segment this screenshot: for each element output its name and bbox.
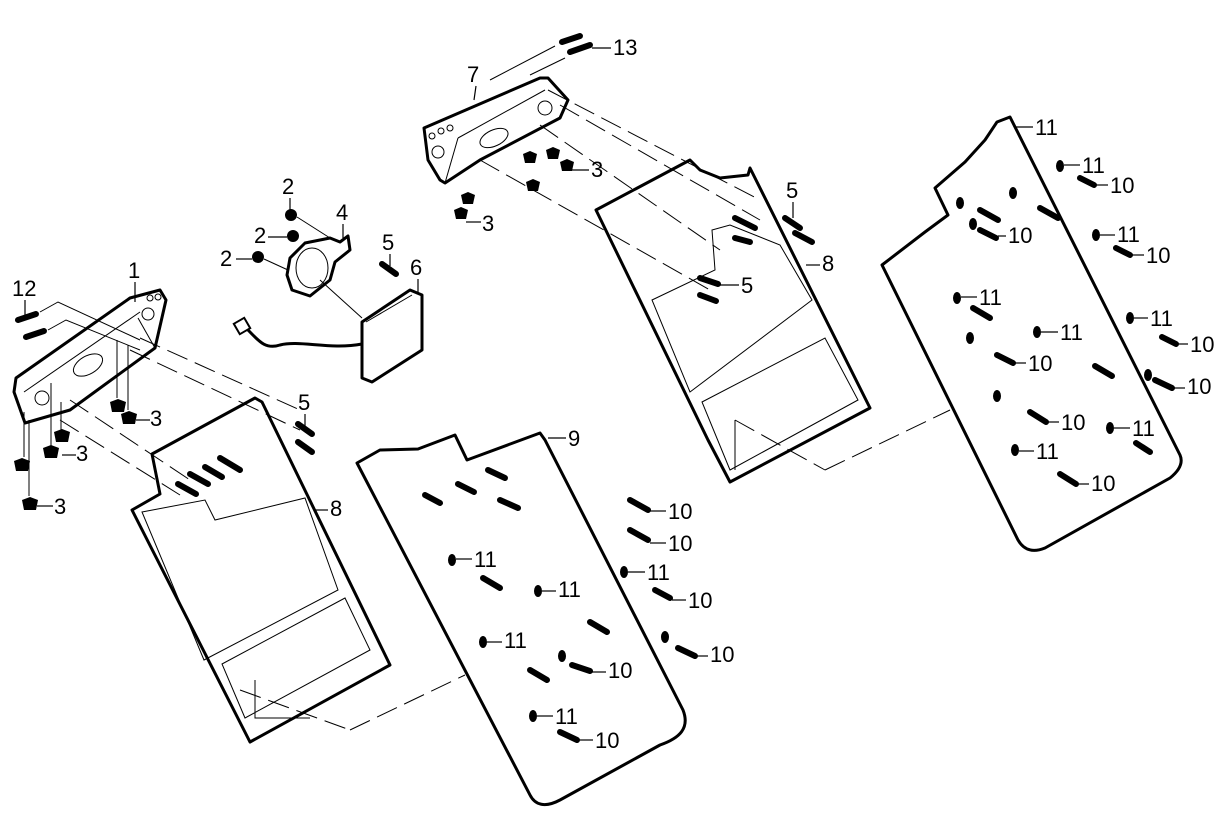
fasteners-mud-flap-12 bbox=[953, 160, 1179, 487]
nuts-3-top bbox=[454, 147, 574, 219]
callout-label: 11 bbox=[1132, 416, 1155, 441]
callout-label: 10 bbox=[1091, 471, 1115, 496]
callout-label: 4 bbox=[336, 200, 348, 225]
mud-flap-12 bbox=[880, 115, 1183, 552]
callout-label: 3 bbox=[150, 406, 162, 431]
callout-label: 3 bbox=[482, 211, 494, 236]
callout-label: 2 bbox=[254, 223, 266, 248]
callout-label: 8 bbox=[822, 251, 834, 276]
callout-label: 10 bbox=[1110, 173, 1134, 198]
callout-label: 10 bbox=[710, 642, 734, 667]
callout-label: 11 bbox=[1036, 439, 1059, 464]
bolts-13-top bbox=[489, 33, 593, 81]
nuts-3-left bbox=[14, 340, 137, 510]
callout-label: 10 bbox=[688, 588, 712, 613]
callout-label: 10 bbox=[1028, 351, 1052, 376]
callout-label: 11 bbox=[1082, 153, 1105, 178]
callout-label: 11 bbox=[1060, 320, 1083, 345]
callout-label: 8 bbox=[330, 496, 342, 521]
callout-label: 10 bbox=[1187, 374, 1211, 399]
callout-label: 5 bbox=[786, 178, 798, 203]
callout-label: 9 bbox=[568, 426, 580, 451]
callout-label: 10 bbox=[608, 658, 632, 683]
bolts-5-left-panel bbox=[175, 421, 315, 497]
callout-label: 5 bbox=[741, 273, 753, 298]
dashed-guides-left bbox=[59, 337, 466, 731]
callout-label: 5 bbox=[382, 230, 394, 255]
callout-label: 11 bbox=[474, 547, 497, 572]
bolts-13-left bbox=[15, 301, 141, 351]
callout-label: 10 bbox=[1008, 223, 1032, 248]
dashed-guides-top bbox=[479, 89, 951, 471]
callout-label: 10 bbox=[595, 728, 619, 753]
callout-label: 12 bbox=[12, 276, 36, 301]
callout-label: 10 bbox=[1061, 410, 1085, 435]
callout-label: 11 bbox=[558, 577, 581, 602]
lamp-bracket-4 bbox=[252, 209, 352, 298]
callout-label: 2 bbox=[220, 246, 232, 271]
mud-flap-9 bbox=[355, 431, 687, 807]
callout-label: 10 bbox=[668, 499, 692, 524]
callout-label: 13 bbox=[613, 35, 637, 60]
lamp-6 bbox=[232, 261, 424, 384]
panel-8-right bbox=[594, 158, 872, 484]
callout-label: 3 bbox=[76, 441, 88, 466]
callout-label: 5 bbox=[298, 390, 310, 415]
bracket-top bbox=[422, 76, 570, 185]
callout-label: 10 bbox=[1190, 332, 1214, 357]
callout-label: 3 bbox=[54, 494, 66, 519]
panel-8-left bbox=[130, 396, 392, 744]
bolts-5-right-panel bbox=[697, 215, 815, 304]
callout-label: 3 bbox=[591, 157, 603, 182]
callout-label: 10 bbox=[1146, 243, 1170, 268]
callout-label: 11 bbox=[504, 628, 527, 653]
callout-label: 11 bbox=[1035, 115, 1058, 140]
callout-label: 7 bbox=[467, 62, 479, 87]
callout-label: 11 bbox=[555, 704, 578, 729]
callout-label: 6 bbox=[410, 255, 422, 280]
fasteners-mud-flap-9 bbox=[422, 467, 698, 743]
callout-label: 1 bbox=[128, 258, 140, 283]
callout-label: 11 bbox=[1150, 306, 1173, 331]
callout-label: 11 bbox=[647, 560, 670, 585]
callout-label: 2 bbox=[282, 174, 294, 199]
callout-label: 11 bbox=[1117, 222, 1140, 247]
callouts: 1 12 3 3 3 2 2 2 4 5 6 5 8 7 13 3 3 bbox=[12, 35, 1214, 753]
bracket-left bbox=[12, 288, 168, 425]
callout-label: 11 bbox=[979, 285, 1002, 310]
callout-label: 10 bbox=[668, 531, 692, 556]
